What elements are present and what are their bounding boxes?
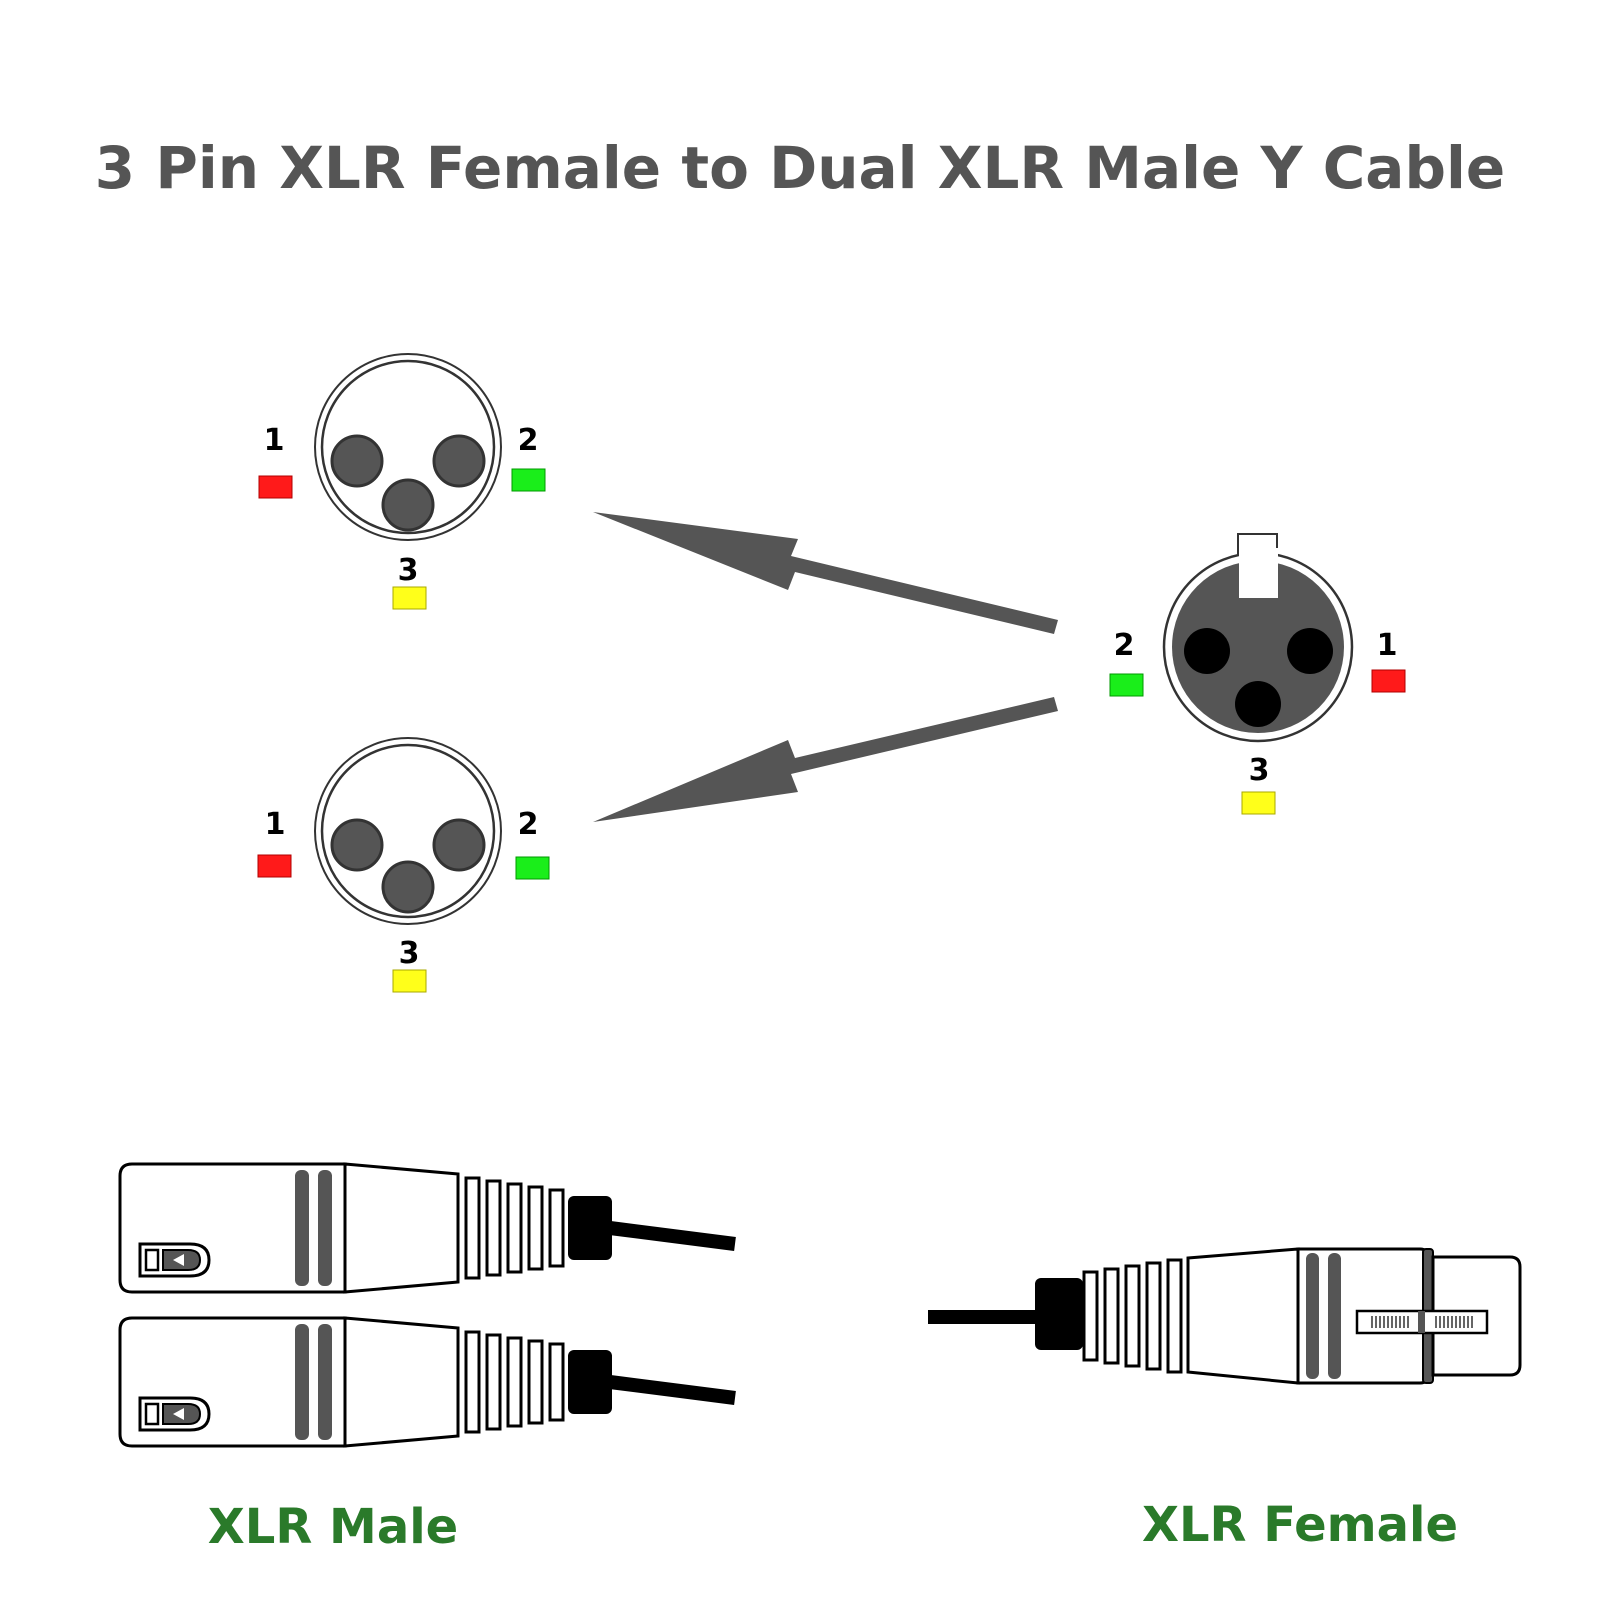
pin-label-2: 2 (1114, 628, 1135, 663)
pin-label-2: 2 (518, 807, 539, 842)
male-connector-face-top: 1 2 3 (258, 353, 546, 610)
male-pin-2 (432, 818, 486, 872)
pin-color-3 (392, 586, 427, 610)
pin-color-3 (392, 969, 427, 993)
male-pin-1 (330, 818, 384, 872)
pin-label-1: 1 (1377, 628, 1398, 663)
xlr-male-plug-bottom (120, 1318, 735, 1446)
pin-color-2 (515, 856, 550, 880)
pin-color-1 (1371, 669, 1406, 693)
pin-label-1: 1 (265, 807, 286, 842)
male-pin-2 (432, 434, 486, 488)
xlr-male-plug-top (120, 1164, 735, 1292)
pin-label-3: 3 (399, 936, 420, 971)
female-connector-face: 2 1 3 (1109, 533, 1406, 815)
female-hole-3 (1235, 681, 1281, 727)
diagram-title: 3 Pin XLR Female to Dual XLR Male Y Cabl… (95, 134, 1505, 202)
pin-label-3: 3 (1249, 753, 1270, 788)
female-keyway (1239, 548, 1278, 598)
xlr-female-plug (928, 1247, 1522, 1385)
caption-xlr-female: XLR Female (1142, 1497, 1458, 1553)
pin-color-2 (511, 468, 546, 492)
arrow-to-bottom-male (593, 697, 1058, 822)
female-hole-1 (1287, 628, 1333, 674)
male-connector-face-bottom: 1 2 3 (257, 737, 550, 993)
pin-color-2 (1109, 673, 1144, 697)
pin-label-1: 1 (264, 423, 285, 458)
pin-color-3 (1241, 791, 1276, 815)
male-pin-3 (381, 860, 435, 914)
pin-label-2: 2 (518, 423, 539, 458)
arrow-to-top-male (593, 512, 1058, 634)
male-pin-1 (330, 434, 384, 488)
female-hole-2 (1184, 628, 1230, 674)
pin-label-3: 3 (398, 553, 419, 588)
pin-color-1 (257, 854, 292, 878)
pin-color-1 (258, 475, 293, 499)
caption-xlr-male: XLR Male (208, 1499, 458, 1555)
male-pin-3 (381, 478, 435, 532)
